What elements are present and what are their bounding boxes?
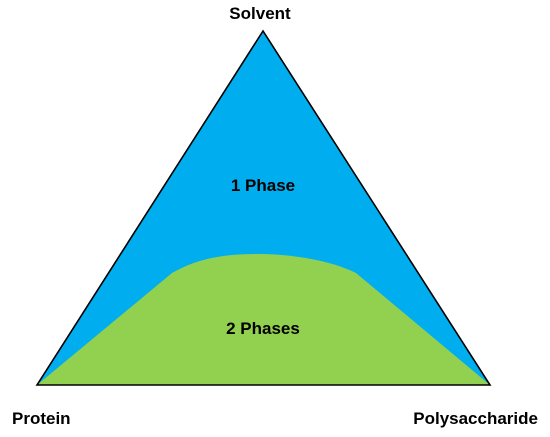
two-phases-label: 2 Phases bbox=[226, 319, 300, 338]
vertex-label-polysaccharide: Polysaccharide bbox=[413, 409, 538, 428]
triangle-outline bbox=[35, 29, 492, 386]
two-phase-region bbox=[37, 254, 490, 385]
vertex-label-solvent: Solvent bbox=[229, 4, 291, 23]
one-phase-label: 1 Phase bbox=[231, 176, 295, 195]
vertex-label-protein: Protein bbox=[12, 409, 71, 428]
